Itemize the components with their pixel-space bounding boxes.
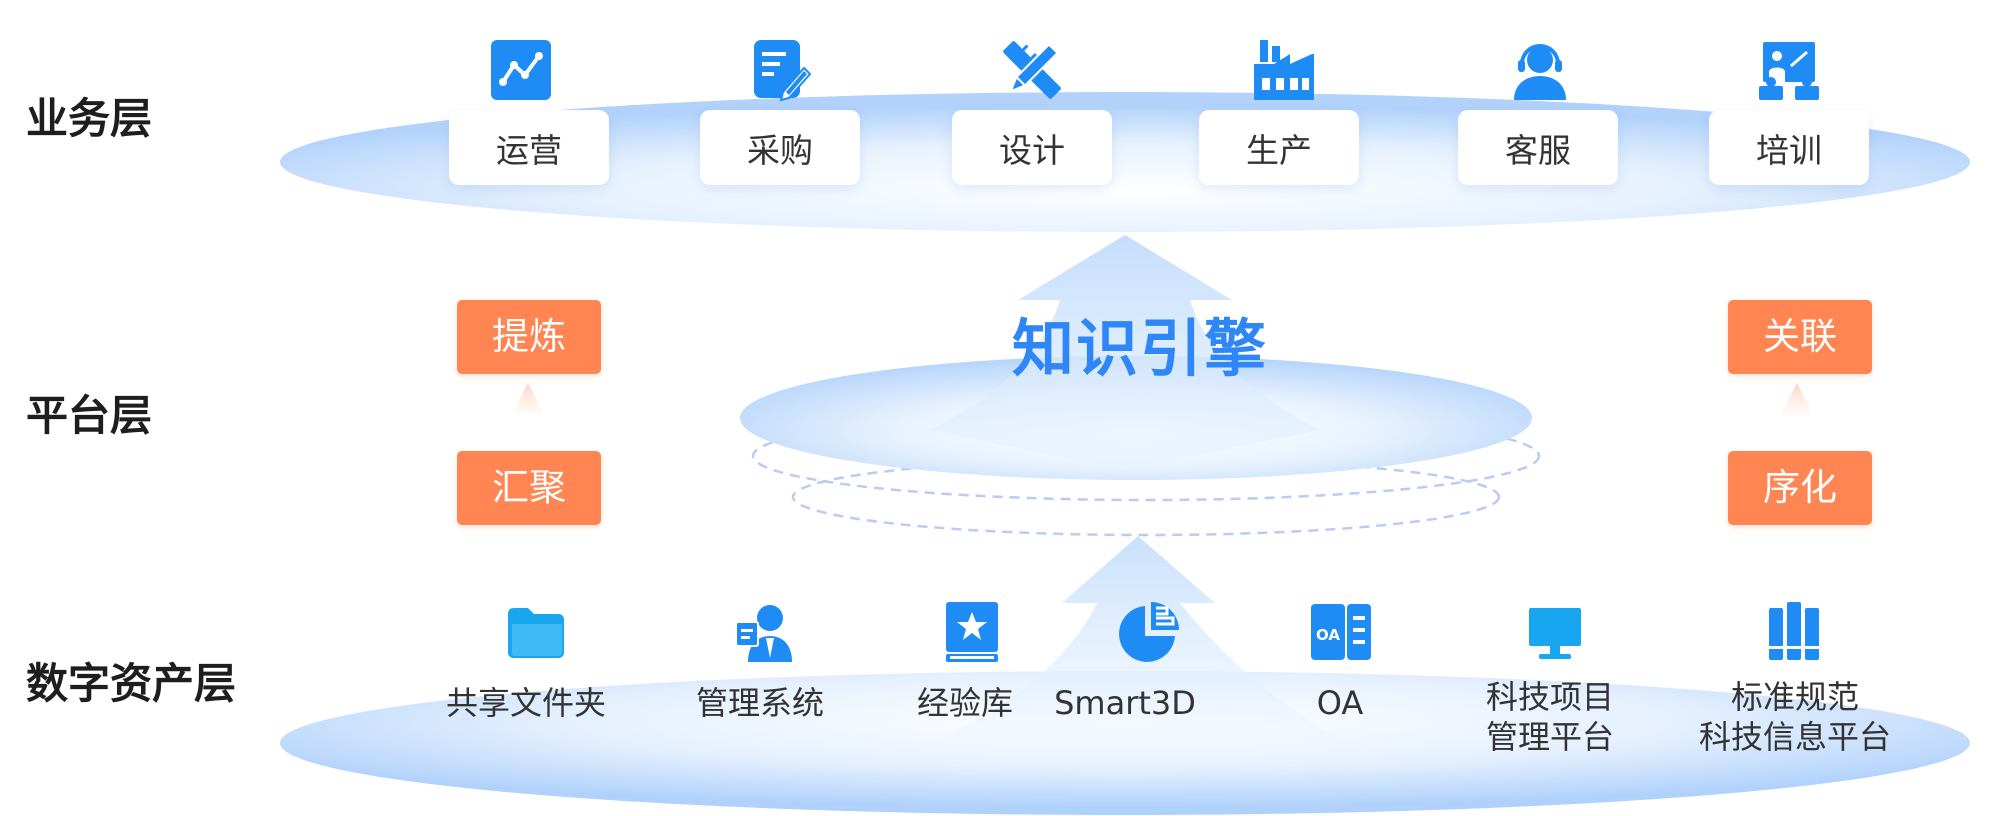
- monitor-icon: [1529, 608, 1581, 659]
- bookshelf-icon: [1769, 602, 1819, 660]
- line-chart-icon: [491, 40, 551, 100]
- business-label: 采购: [747, 131, 813, 170]
- star-book-icon: [946, 602, 998, 662]
- business-card-operations: 运营: [449, 110, 609, 185]
- layer-label-asset: 数字资产层: [26, 659, 237, 708]
- asset-label-line: 标准规范: [1730, 678, 1859, 716]
- business-card-service: 客服: [1458, 110, 1618, 185]
- business-card-procurement: 采购: [700, 110, 860, 185]
- manager-user-icon: [735, 605, 792, 662]
- right-process-arrow: [1781, 383, 1813, 414]
- asset-label-shared-folder: 共享文件夹: [445, 684, 606, 722]
- svg-text:OA: OA: [1316, 626, 1340, 644]
- business-card-production: 生产: [1199, 110, 1359, 185]
- business-card-training: 培训: [1709, 110, 1869, 185]
- pencil-ruler-icon: [1003, 41, 1061, 99]
- platform-ring-upper: [751, 410, 1541, 502]
- pie-chart-icon: [1119, 602, 1179, 662]
- business-label: 培训: [1756, 131, 1822, 170]
- business-label: 设计: [999, 131, 1065, 170]
- asset-label-line: 科技信息平台: [1698, 718, 1891, 756]
- factory-icon: [1254, 40, 1314, 100]
- left-process-arrow: [512, 383, 544, 414]
- asset-label-management-system: 管理系统: [695, 684, 824, 722]
- folder-icon: [508, 608, 564, 658]
- process-box-refine: 提炼: [457, 300, 601, 374]
- business-label: 客服: [1505, 131, 1571, 170]
- asset-label-oa: OA: [1316, 684, 1364, 722]
- asset-label-smart3d: Smart3D: [1054, 684, 1196, 722]
- business-card-design: 设计: [952, 110, 1112, 185]
- knowledge-engine-title: 知识引擎: [1011, 312, 1268, 385]
- headset-agent-icon: [1514, 44, 1566, 100]
- business-label: 生产: [1246, 131, 1312, 170]
- process-box-associate: 关联: [1728, 300, 1872, 374]
- oa-document-icon: OA: [1311, 604, 1371, 660]
- layer-label-business: 业务层: [26, 94, 153, 143]
- process-box-aggregate: 汇聚: [457, 451, 601, 525]
- process-box-sequence: 序化: [1728, 451, 1872, 525]
- asset-label-standards: 标准规范 科技信息平台: [1690, 677, 1900, 757]
- asset-label-tech-project: 科技项目 管理平台: [1470, 677, 1630, 757]
- layer-label-platform: 平台层: [26, 391, 153, 440]
- presentation-board-icon: [1759, 42, 1819, 100]
- asset-layer-ellipse: [280, 671, 1970, 815]
- asset-label-line: 科技项目: [1485, 678, 1614, 716]
- engine-up-arrow: [930, 235, 1320, 470]
- asset-label-experience-base: 经验库: [916, 684, 1013, 722]
- asset-label-line: 管理平台: [1485, 718, 1614, 756]
- edit-document-icon: [754, 40, 812, 102]
- business-label: 运营: [496, 131, 562, 170]
